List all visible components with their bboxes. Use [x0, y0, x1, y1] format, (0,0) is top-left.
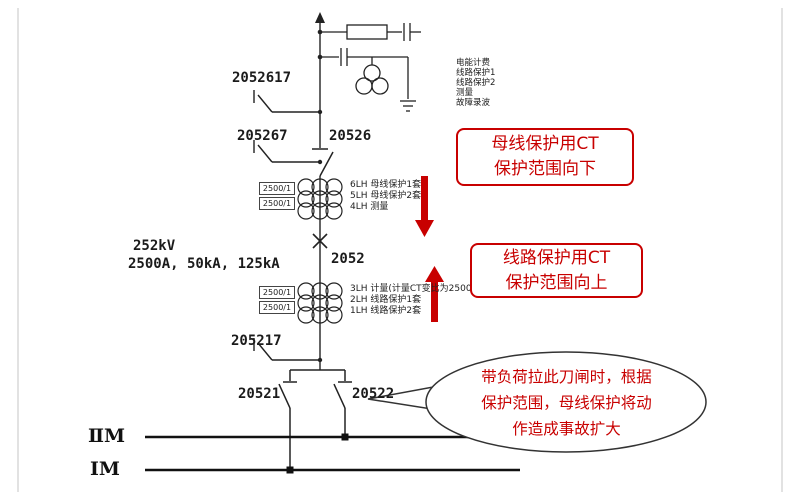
pt-winding-list: 电能计费 线路保护1 线路保护2 测量 故障录波 — [456, 58, 495, 108]
page-edge-lines — [17, 8, 783, 492]
label-disconnect-20526: 20526 — [329, 128, 372, 144]
label-disconnect-20522: 20522 — [352, 386, 395, 402]
warning-callout-line1: 带负荷拉此刀闸时，根据 — [481, 368, 652, 386]
pt-fuse-branch — [317, 23, 421, 41]
pt-winding-3: 线路保护2 — [456, 78, 496, 88]
ct-bottom-winding-list: 3LH 计量(计量CT变比为2500/2/1) 2LH 线路保护1套 1LH 线… — [350, 284, 493, 317]
warning-callout-line3: 作造成事故扩大 — [512, 420, 621, 438]
ct-top-ratio-box-1: 2500/1 — [259, 182, 295, 195]
breaker-2052 — [312, 233, 328, 249]
bus-2m-label: ⅡM — [88, 425, 126, 447]
pt-winding-1: 电能计费 — [456, 58, 491, 68]
ct-bottom-winding-1: 3LH 计量(计量CT变比为2500/2/1) — [350, 284, 493, 294]
bus-1m-label: ⅠM — [90, 458, 120, 480]
line-ct-annotation-line1: 线路保护用CT — [502, 247, 611, 268]
ground-icon — [400, 100, 416, 112]
ct-top-ratio-box-2: 2500/1 — [259, 197, 295, 210]
line-ct-annotation-line2: 保护范围向上 — [505, 272, 608, 293]
line-direction-arrow-icon — [315, 12, 325, 23]
disconnect-20526 — [312, 148, 334, 177]
ct-bottom-winding-2: 2LH 线路保护1套 — [350, 295, 422, 305]
ct-group-top — [297, 178, 343, 220]
label-earth-switch-205267: 205267 — [237, 128, 288, 144]
voltage-rating-label: 252kV — [133, 238, 176, 254]
pt-winding-circle — [355, 77, 373, 95]
bus-ct-annotation-line2: 保护范围向下 — [494, 159, 596, 179]
warning-callout-line2: 保护范围，母线保护将动 — [481, 394, 652, 412]
warning-callout-text: 带负荷拉此刀闸时，根据 保护范围，母线保护将动 作造成事故扩大 — [448, 364, 685, 442]
red-arrow-down-icon — [415, 176, 434, 237]
bus-ct-annotation-line1: 母线保护用CT — [491, 134, 599, 154]
ct-top-winding-3: 4LH 测量 — [350, 202, 389, 212]
ct-top-winding-1: 6LH 母线保护1套 — [350, 180, 422, 190]
earth-switch-205217 — [253, 338, 323, 363]
line-ct-annotation-box: 线路保护用CT 保护范围向上 — [470, 243, 643, 298]
label-disconnect-20521: 20521 — [238, 386, 281, 402]
current-rating-label: 2500A, 50kA, 125kA — [128, 256, 280, 272]
ct-top-winding-2: 5LH 母线保护2套 — [350, 191, 422, 201]
pt-winding-5: 故障录波 — [456, 98, 491, 108]
ct-bottom-ratio-box-1: 2500/1 — [259, 286, 295, 299]
warning-callout-bubble — [367, 351, 707, 453]
pt-winding-circle — [371, 77, 389, 95]
ct-group-bottom — [297, 282, 343, 324]
ct-top-winding-list: 6LH 母线保护1套 5LH 母线保护2套 4LH 测量 — [350, 180, 421, 213]
disconnect-20522 — [333, 370, 352, 437]
earth-switch-205267 — [253, 140, 323, 165]
red-arrow-up-icon — [425, 266, 444, 322]
pt-winding-4: 测量 — [456, 88, 474, 98]
bus-ct-annotation-box: 母线保护用CT 保护范围向下 — [456, 128, 634, 186]
pt-winding-circle — [363, 64, 381, 82]
label-earth-switch-205217: 205217 — [231, 333, 282, 349]
earth-switch-2052617 — [253, 90, 323, 115]
pt-transformer-branch — [317, 48, 416, 112]
pt-winding-2: 线路保护1 — [456, 68, 496, 78]
ct-bottom-ratio-box-2: 2500/1 — [259, 301, 295, 314]
disconnect-20521 — [278, 370, 297, 470]
label-earth-switch-2052617: 2052617 — [232, 70, 292, 86]
label-breaker-2052: 2052 — [331, 251, 365, 267]
ct-bottom-winding-3: 1LH 线路保护2套 — [350, 306, 422, 316]
